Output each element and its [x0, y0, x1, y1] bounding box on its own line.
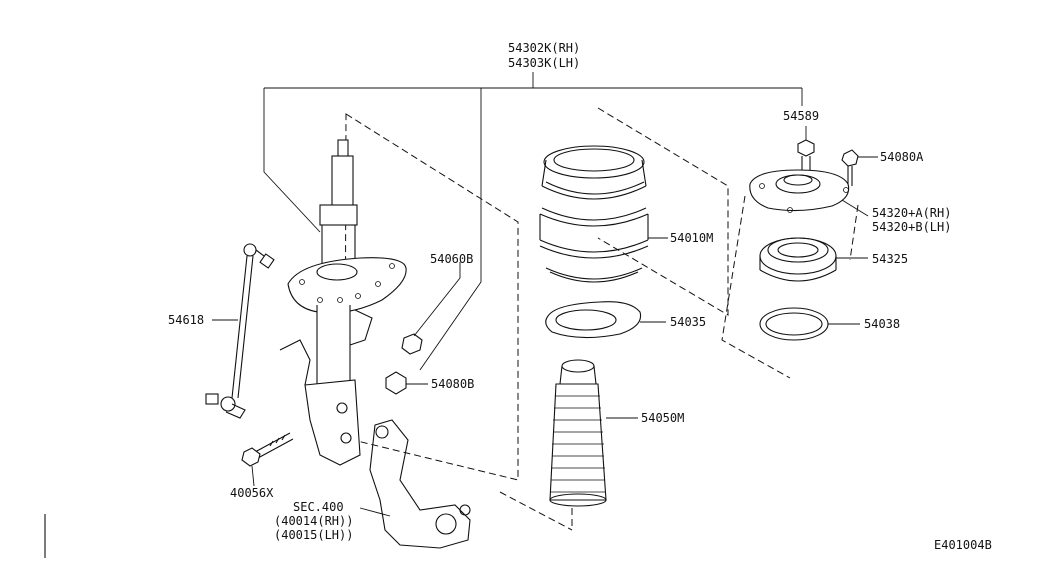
nut-54060b — [401, 262, 461, 355]
bolt-54080a — [841, 149, 878, 186]
label-54010m: 54010M — [670, 231, 713, 245]
label-40056x: 40056X — [230, 486, 274, 500]
strut-assembly — [279, 139, 471, 549]
label-54325: 54325 — [872, 252, 908, 266]
spring-envelope-dash — [597, 107, 729, 316]
assembly-label-lh: 54303K(LH) — [508, 56, 580, 70]
label-sec400: SEC.400 — [293, 500, 344, 514]
label-54050m: 54050M — [641, 411, 684, 425]
drawing-code: E401004B — [934, 538, 992, 552]
nut-54080b — [385, 371, 428, 395]
lower-envelope-dash — [499, 491, 573, 531]
coil-spring — [539, 145, 668, 283]
spring-seat-54035 — [545, 301, 666, 339]
label-54618: 54618 — [168, 313, 204, 327]
label-40015-lh: (40015(LH)) — [274, 528, 353, 542]
label-54589: 54589 — [783, 109, 819, 123]
label-54080a: 54080A — [880, 150, 924, 164]
label-40014-rh: (40014(RH)) — [274, 514, 353, 528]
strut-envelope-dash — [344, 113, 519, 481]
label-54038: 54038 — [864, 317, 900, 331]
label-54320-rh: 54320+A(RH) — [872, 206, 951, 220]
mount-envelope-dash — [721, 195, 859, 379]
stabilizer-link — [205, 243, 275, 419]
assembly-label-rh: 54302K(RH) — [508, 41, 580, 55]
assembly-bracket — [263, 72, 803, 371]
bearing-54325 — [759, 237, 868, 282]
bolt-40056x — [241, 432, 294, 487]
seat-54038 — [759, 307, 860, 341]
nut-54589 — [797, 126, 815, 172]
bound-bumper — [549, 359, 638, 507]
label-54320-lh: 54320+B(LH) — [872, 220, 951, 234]
label-54060b: 54060B — [430, 252, 473, 266]
label-54035: 54035 — [670, 315, 706, 329]
strut-mount — [749, 169, 869, 217]
label-54080b: 54080B — [431, 377, 474, 391]
leader-lines — [212, 319, 391, 517]
